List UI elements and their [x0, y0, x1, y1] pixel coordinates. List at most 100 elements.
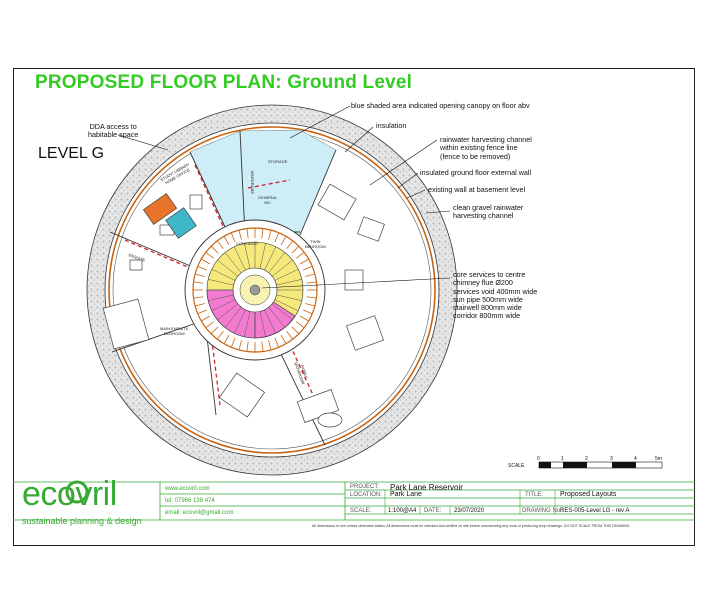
stair-tread: [233, 246, 246, 271]
core-tick: [302, 309, 313, 315]
core-tick: [216, 331, 224, 340]
email-link[interactable]: email: ecovril@gmail.com: [165, 510, 234, 516]
bed: [346, 315, 384, 351]
room-corridor: CORRIDOR: [236, 241, 258, 246]
stair-tread: [276, 279, 302, 286]
sofa: [142, 193, 178, 225]
stair-tread: [272, 303, 293, 321]
scale-tick: 1: [561, 456, 564, 462]
stair-tread: [268, 307, 286, 328]
stair-tread: [208, 279, 234, 286]
stair-tread: [217, 259, 238, 277]
core-tick: [305, 273, 315, 277]
room-main: MAIN ENSUITE BEDROOM: [160, 326, 189, 336]
core-tick: [296, 321, 305, 329]
core-tick: [299, 258, 309, 265]
project-label: PROJECT:: [350, 484, 380, 490]
logo-mark: [65, 480, 89, 504]
core-tick: [223, 236, 230, 246]
bed: [102, 298, 150, 350]
stair-tread: [211, 268, 236, 281]
stair-tread: [272, 259, 293, 277]
page-title: PROPOSED FLOOR PLAN: Ground Level: [35, 72, 413, 93]
core-tick: [296, 251, 305, 259]
drawing-value: RES-005-Level LG - rev A: [560, 508, 630, 514]
core-tick: [280, 334, 287, 344]
flue: [249, 284, 261, 296]
stair-tread: [244, 243, 251, 269]
phone-number: tel: 07966 138 474: [165, 498, 215, 504]
scale-bar: [538, 461, 663, 469]
core-tick: [291, 245, 300, 254]
core-tick: [201, 258, 211, 265]
title-value: Proposed Layouts: [560, 491, 617, 498]
core-tick: [210, 245, 219, 254]
room-storage: STORAGE: [268, 159, 288, 164]
core-tick: [230, 232, 236, 243]
core-tick: [299, 315, 309, 322]
core-tick: [210, 326, 219, 335]
note-existing-wall: existing wall at basement level: [428, 185, 526, 194]
core-tick: [286, 331, 294, 340]
drawing-label: DRAWING No.:: [522, 508, 564, 514]
scale-field-label: SCALE:: [350, 508, 372, 514]
scale-tick: 0: [537, 456, 540, 462]
core-tick: [286, 240, 294, 249]
room-twin: TWIN BEDROOM: [305, 239, 326, 249]
core-tick: [268, 340, 272, 350]
title-label: TITLE:: [525, 492, 544, 498]
core-tick: [238, 340, 242, 350]
stair-tread: [259, 243, 266, 269]
core-tick: [280, 236, 287, 246]
note-gravel: clean gravel rainwater harvesting channe…: [453, 203, 524, 221]
stair-tread: [224, 307, 242, 328]
external-wall: [108, 126, 436, 454]
core-tick: [274, 232, 280, 243]
core-tick: [261, 341, 264, 352]
core-tick: [305, 303, 315, 307]
core-tick: [291, 326, 300, 335]
scale-field-value: 1:100@A4: [388, 508, 417, 514]
stair-tread: [274, 299, 299, 312]
stair-tread: [208, 294, 234, 301]
scale-tick: 5m: [655, 456, 662, 462]
scale-label: SCALE: [508, 463, 525, 469]
core-tick: [302, 265, 313, 271]
website-link[interactable]: www.ecovril.com: [165, 486, 210, 492]
stair-tread: [233, 309, 246, 334]
date-label: DATE:: [424, 508, 442, 514]
note-insulated-wall: insulated ground floor external wall: [420, 168, 532, 177]
core-tick: [246, 341, 249, 352]
core-tick: [268, 230, 272, 240]
stair-tread: [217, 303, 238, 321]
core-tick: [274, 337, 280, 348]
room-wc: GENERAL WC: [258, 195, 278, 205]
core-tick: [261, 228, 264, 239]
logo: ecovril: [22, 475, 117, 513]
core-tick: [195, 273, 205, 277]
core-tick: [193, 281, 204, 284]
room-wardrobe: WARDROBE: [250, 170, 256, 195]
note-dda: DDA access to habitable space: [88, 122, 139, 140]
scale-tick: 4: [634, 456, 637, 462]
core-tick: [238, 230, 242, 240]
stair-tread: [264, 309, 277, 334]
bed: [317, 183, 357, 221]
stair-tread: [274, 268, 299, 281]
location-value: Park Lane: [390, 491, 422, 498]
core-tick: [216, 240, 224, 249]
core-tick: [197, 309, 208, 315]
core-tick: [223, 334, 230, 344]
core-tick: [201, 315, 211, 322]
bed: [218, 372, 266, 418]
project-value: Park Lane Reservoir: [390, 483, 463, 492]
note-insulation: insulation: [376, 121, 407, 130]
core-tick: [306, 296, 317, 299]
core-tick: [246, 228, 249, 239]
core-tick: [197, 265, 208, 271]
core-tick: [230, 337, 236, 348]
core-tick: [193, 296, 204, 299]
location-label: LOCATION:: [350, 492, 382, 498]
stair-tread: [244, 311, 251, 337]
